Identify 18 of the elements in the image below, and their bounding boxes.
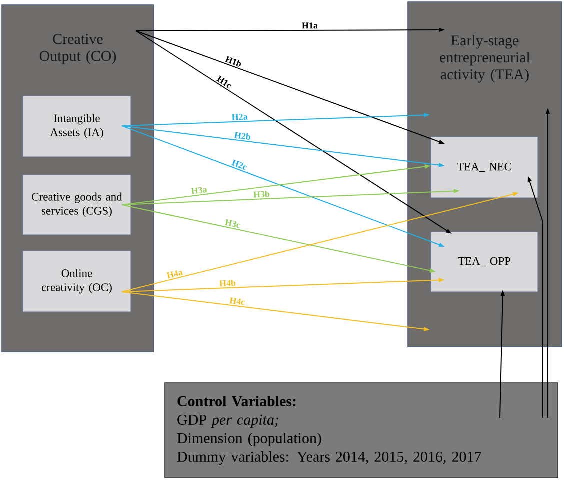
edge-label: H4c xyxy=(230,298,245,306)
edge-label: H4b xyxy=(220,280,236,287)
edge-label: H2b xyxy=(234,132,251,140)
edge-label: H4a xyxy=(166,270,184,279)
variable-box: TEA_ NEC xyxy=(430,136,538,198)
variable-box: TEA_ OPP xyxy=(430,232,538,292)
edge-label: H3c xyxy=(224,219,240,228)
edge-label: H1c xyxy=(216,76,232,89)
edge-label: H2c xyxy=(231,160,247,170)
variable-box: Creative goods and services (CGS) xyxy=(22,174,132,236)
edge-label: H1b xyxy=(225,56,242,67)
variable-box: Intangible Assets (IA) xyxy=(22,96,132,158)
edge-label: H3a xyxy=(191,187,208,194)
control-variables-box: Control Variables: GDP per capita; Dimension (population) Dummy variables: Years 2014, 2015, 2016, 2017 xyxy=(164,382,558,478)
edge-label: H1a xyxy=(302,22,318,29)
edge-label: H3b xyxy=(254,190,270,198)
edge-label: H2a xyxy=(232,114,248,120)
variable-box: Online creativity (OC) xyxy=(22,250,132,312)
